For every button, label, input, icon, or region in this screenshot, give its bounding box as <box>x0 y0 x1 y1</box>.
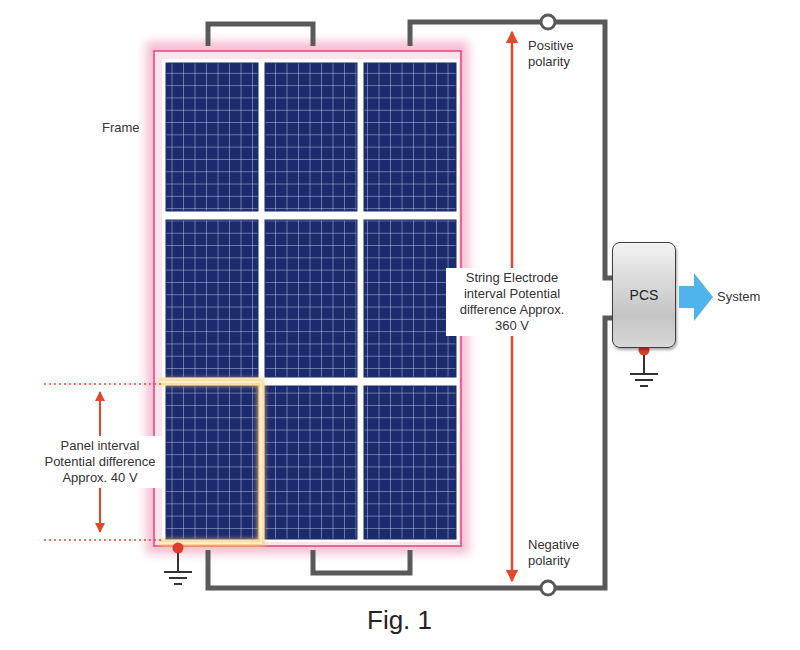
panel-backing <box>162 59 459 542</box>
pcs-ground-symbol <box>630 345 658 387</box>
panel-highlight <box>160 382 261 543</box>
panel-frame <box>154 51 461 546</box>
dimension-label: Positive polarity <box>528 38 590 70</box>
dimension-label: Negative polarity <box>528 537 592 569</box>
frame-glow <box>146 41 469 554</box>
negative-terminal <box>541 581 555 595</box>
part-label: Frame <box>102 120 152 136</box>
pcs-box: PCS <box>612 242 676 348</box>
panel-highlight-core <box>160 382 261 543</box>
figure-caption: Fig. 1 <box>367 605 432 635</box>
dimension-label: String Electrode interval Potential diff… <box>446 268 578 336</box>
string-wiring <box>208 22 612 588</box>
box-label: PCS <box>630 287 659 303</box>
positive-terminal <box>541 15 555 29</box>
output-label: System <box>717 289 787 305</box>
output-arrow <box>679 273 713 321</box>
solar-modules <box>166 63 456 539</box>
frame-ground-symbol <box>164 543 192 585</box>
dimension-label: Panel interval Potential difference Appr… <box>35 436 165 488</box>
